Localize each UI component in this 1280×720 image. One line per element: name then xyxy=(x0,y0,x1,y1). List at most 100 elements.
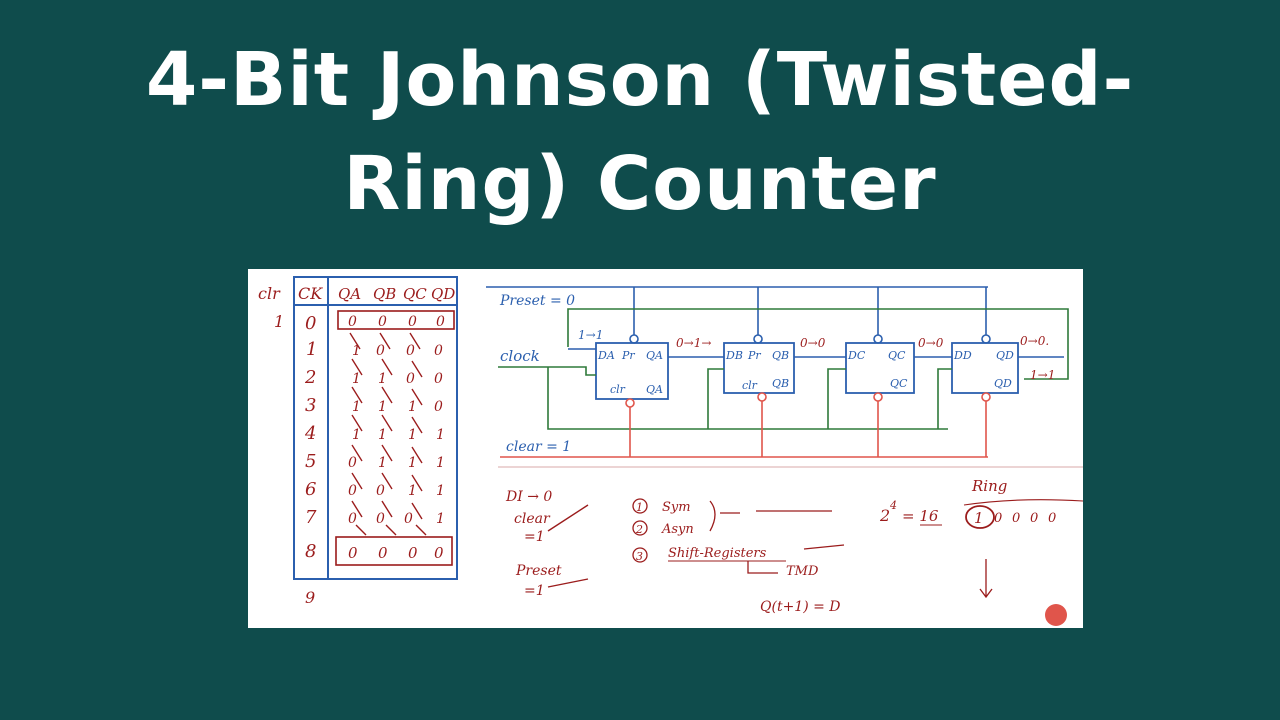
clock-line xyxy=(498,366,596,376)
list-text-3: Shift-Registers xyxy=(668,546,767,561)
tmd-note: TMD xyxy=(786,564,819,579)
svg-text:1: 1 xyxy=(378,399,387,415)
svg-text:1: 1 xyxy=(408,483,417,499)
row8-qc: 0 xyxy=(408,544,418,562)
ring-bit-4: 0 xyxy=(1048,511,1056,526)
ff4-q: QD xyxy=(996,349,1014,362)
ff1-d: DA xyxy=(597,349,615,362)
svg-text:0: 0 xyxy=(406,343,415,359)
whiteboard-image: clr CK QA QB QC QD 1 0 1 2 3 4 5 6 7 8 9 xyxy=(248,269,1083,628)
ff3-d: DC xyxy=(847,349,866,362)
di-note: DI → 0 xyxy=(505,489,552,505)
equation: Q(t+1) = D xyxy=(760,599,841,615)
note-ff4-out: 0→0. xyxy=(1020,334,1049,348)
row0-qc: 0 xyxy=(408,314,417,330)
ff2-pr: Pr xyxy=(747,349,761,362)
svg-text:1: 1 xyxy=(408,455,417,471)
list-text-1: Sym xyxy=(662,500,691,515)
feedback-loop xyxy=(567,308,1069,380)
ck-8: 8 xyxy=(305,541,316,562)
handwritten-notes: DI → 0 clear =1 Preset =1 1 Sym 2 Asyn 3 xyxy=(505,477,1083,626)
ck-6: 6 xyxy=(305,479,316,500)
svg-text:1: 1 xyxy=(436,483,445,499)
list-num-3: 3 xyxy=(636,550,643,563)
clear-label: clear = 1 xyxy=(506,439,571,455)
ck-9: 9 xyxy=(305,588,315,607)
ring-label: Ring xyxy=(971,477,1007,495)
ck-4: 4 xyxy=(304,423,316,444)
svg-text:0: 0 xyxy=(348,511,357,527)
title-line-2: Ring) Counter xyxy=(343,141,937,227)
power-exponent: 4 xyxy=(889,499,897,512)
ck-7: 7 xyxy=(305,507,317,528)
svg-text:1: 1 xyxy=(352,371,361,387)
input-note: 1→1 xyxy=(578,328,603,342)
note-ff1-ff2: 0→1→ xyxy=(676,336,711,350)
power-base: 2 xyxy=(879,506,890,525)
row0-box xyxy=(337,310,455,330)
slide-title: 4-Bit Johnson (Twisted- Ring) Counter xyxy=(0,28,1280,236)
ff2-box xyxy=(723,342,795,394)
clr-value: 1 xyxy=(274,312,284,331)
svg-text:0: 0 xyxy=(348,483,357,499)
ff1-q: QA xyxy=(646,349,663,362)
channel-logo-icon xyxy=(1045,604,1067,626)
row8-qb: 0 xyxy=(378,544,388,562)
svg-text:1: 1 xyxy=(352,399,361,415)
ff1-pr: Pr xyxy=(621,349,635,362)
svg-text:0: 0 xyxy=(406,371,415,387)
svg-text:0: 0 xyxy=(434,371,443,387)
ring-bit-1: 0 xyxy=(994,511,1002,526)
svg-text:0: 0 xyxy=(376,511,385,527)
header-qd: QD xyxy=(431,285,455,303)
svg-text:1: 1 xyxy=(378,371,387,387)
ck-3: 3 xyxy=(305,395,316,416)
svg-text:1: 1 xyxy=(378,427,387,443)
ff2-qbar: QB xyxy=(772,377,789,390)
list-num-2: 2 xyxy=(635,523,643,536)
svg-text:0: 0 xyxy=(376,483,385,499)
row8-qa: 0 xyxy=(348,544,358,562)
svg-text:1: 1 xyxy=(436,455,445,471)
svg-text:1: 1 xyxy=(436,511,445,527)
clock-label: clock xyxy=(500,347,540,365)
header-ck: CK xyxy=(298,284,323,303)
preset-label: Preset = 0 xyxy=(499,293,575,309)
preset-note: Preset xyxy=(515,563,562,579)
ff3-qbar: QC xyxy=(890,377,908,390)
ff3-q: QC xyxy=(888,349,906,362)
row0-qa: 0 xyxy=(348,314,357,330)
header-qb: QB xyxy=(373,285,396,303)
ff1-clr: clr xyxy=(610,383,626,396)
svg-text:1: 1 xyxy=(408,427,417,443)
svg-text:0: 0 xyxy=(434,399,443,415)
svg-text:1: 1 xyxy=(378,455,387,471)
clear-note: clear xyxy=(514,511,551,527)
preset-note-value: =1 xyxy=(524,583,545,599)
table-frame xyxy=(293,276,458,580)
ck-0: 0 xyxy=(305,313,316,334)
clear-note-value: =1 xyxy=(524,529,545,545)
output-note: 1→1 xyxy=(1030,368,1055,382)
header-qc: QC xyxy=(403,285,427,303)
note-ff2-ff3: 0→0 xyxy=(800,336,826,350)
ff4-d: DD xyxy=(953,349,972,362)
johnson-circuit: Preset = 0 1→1 DA Pr xyxy=(486,286,1083,468)
list-text-2: Asyn xyxy=(661,522,694,537)
ff2-q: QB xyxy=(772,349,789,362)
ff1-qbar: QA xyxy=(646,383,663,396)
row0-qd: 0 xyxy=(436,314,445,330)
ring-bit-2: 0 xyxy=(1012,511,1020,526)
ring-circle xyxy=(965,505,995,529)
state-table: clr CK QA QB QC QD 1 0 1 2 3 4 5 6 7 8 9 xyxy=(258,276,458,607)
ff2-clr: clr xyxy=(742,379,758,392)
svg-text:1: 1 xyxy=(352,343,361,359)
title-line-1: 4-Bit Johnson (Twisted- xyxy=(145,37,1135,123)
ring-first-bit: 1 xyxy=(974,509,984,527)
svg-text:0: 0 xyxy=(404,511,413,527)
ck-2: 2 xyxy=(304,367,316,388)
power-result: = 16 xyxy=(902,507,939,525)
list-num-1: 1 xyxy=(636,501,643,514)
